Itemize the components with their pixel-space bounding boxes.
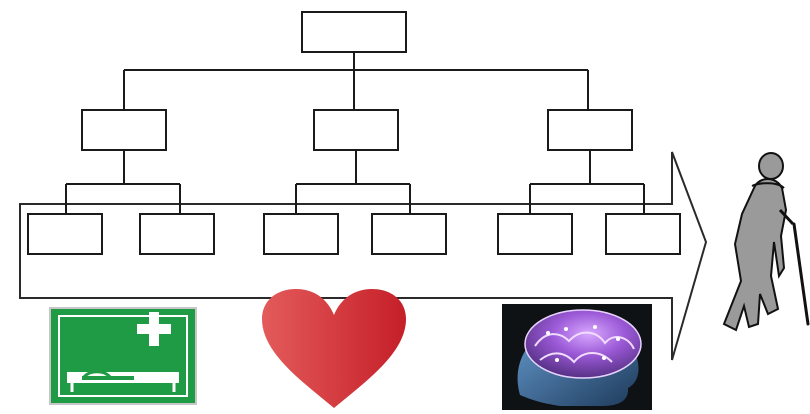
root-node: [301, 11, 407, 53]
progress-arrow: [19, 151, 708, 361]
brain-head-icon: [502, 304, 652, 410]
leaf-node-6: [605, 213, 681, 255]
elderly-person-with-cane-icon: [722, 152, 810, 332]
center-subtree-connector: [295, 150, 411, 214]
leaf-node-2: [139, 213, 215, 255]
leaf-node-1: [27, 213, 103, 255]
heart-icon: [262, 289, 406, 408]
leaf-node-5: [497, 213, 573, 255]
leaf-node-3: [263, 213, 339, 255]
mid-node-left: [81, 109, 167, 151]
mid-node-right: [547, 109, 633, 151]
first-aid-stretcher-icon: [49, 307, 197, 405]
root-connector: [123, 52, 589, 110]
mid-node-center: [313, 109, 399, 151]
leaf-node-4: [371, 213, 447, 255]
left-subtree-connector: [65, 150, 181, 214]
right-subtree-connector: [529, 150, 645, 214]
